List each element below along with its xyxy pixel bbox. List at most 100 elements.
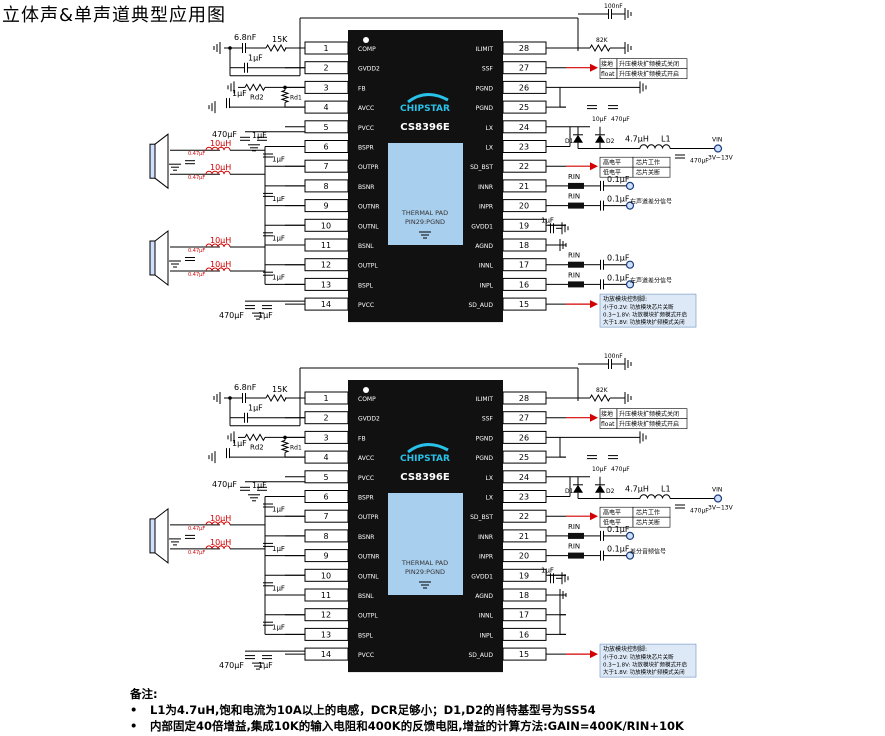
c-ilimit-value: 100nF bbox=[604, 353, 623, 360]
resistor-rd1 bbox=[280, 439, 290, 453]
pin-number: 10 bbox=[321, 221, 331, 230]
pin-name: SD_BST bbox=[470, 164, 493, 171]
pin-name: INPL bbox=[480, 282, 494, 289]
pin-number: 4 bbox=[323, 453, 328, 462]
pin-number: 8 bbox=[323, 532, 328, 541]
ssf-desc: 升压模块扩频模式开启 bbox=[619, 70, 679, 78]
rd2-label: Rd2 bbox=[250, 93, 264, 101]
chip-part-number: CS8396E bbox=[400, 122, 450, 133]
chip-logo-text: CHIPSTAR bbox=[400, 454, 450, 464]
sdbst-state: 低电平 bbox=[603, 519, 621, 527]
terminal-icon bbox=[625, 531, 635, 541]
rin-label: RIN bbox=[568, 523, 580, 531]
pin-number: 24 bbox=[519, 123, 529, 132]
sdbst-state: 高电平 bbox=[603, 159, 621, 167]
thermal-pad bbox=[388, 143, 463, 245]
pin-name: PGND bbox=[476, 85, 494, 92]
arrow-head-icon bbox=[590, 413, 598, 422]
pin-number: 24 bbox=[519, 473, 529, 482]
pin-number: 28 bbox=[519, 394, 529, 403]
pin-name: INNR bbox=[478, 184, 493, 191]
c-in-value: 0.1μF bbox=[607, 175, 630, 184]
c-gvdd1-value: 1μF bbox=[541, 566, 554, 574]
pin-number: 5 bbox=[323, 123, 328, 132]
terminal-icon bbox=[625, 181, 635, 190]
pin-number: 13 bbox=[321, 630, 331, 639]
sdaud-line: 大于1.8V: 功放模块扩频模式关闭 bbox=[603, 668, 685, 676]
terminal-icon bbox=[625, 201, 635, 210]
d2-label: D2 bbox=[606, 488, 615, 495]
inductor-10uh bbox=[205, 243, 231, 248]
pin-name: LX bbox=[486, 145, 493, 152]
vin-label: VIN bbox=[712, 487, 722, 494]
c-in-value: 0.1μF bbox=[607, 195, 630, 204]
pin-name: AVCC bbox=[358, 455, 374, 462]
sdbst-desc: 芯片工作 bbox=[636, 509, 660, 517]
chipstar-logo-icon bbox=[407, 93, 449, 104]
rin-label: RIN bbox=[568, 173, 580, 181]
pin-number: 1 bbox=[323, 44, 328, 53]
pin-number: 14 bbox=[321, 300, 331, 309]
pin-number: 25 bbox=[519, 103, 529, 112]
pin-number: 7 bbox=[323, 162, 328, 171]
pin-name: AVCC bbox=[358, 105, 374, 112]
chip-part-number: CS8396E bbox=[400, 472, 450, 483]
inductor-10uh bbox=[205, 170, 231, 175]
pin-number: 27 bbox=[519, 414, 529, 423]
c-pvcc-small-value: 1μF bbox=[252, 481, 267, 490]
pin-name: GVDD2 bbox=[358, 416, 380, 423]
pin-name: INPL bbox=[480, 632, 494, 639]
pin-number: 8 bbox=[323, 182, 328, 191]
terminal-icon bbox=[625, 551, 635, 560]
c-bs-value: 1μF bbox=[272, 624, 285, 632]
pin-name: LX bbox=[486, 475, 493, 482]
r-ilimit-value: 82K bbox=[596, 387, 609, 394]
rin-resistor-icon bbox=[568, 202, 584, 209]
rin-label: RIN bbox=[568, 252, 580, 260]
rin-resistor-icon bbox=[568, 532, 584, 539]
terminal-icon bbox=[625, 280, 635, 289]
resistor-82k bbox=[589, 393, 611, 403]
pin-number: 6 bbox=[323, 493, 328, 502]
pin-name: OUTPL bbox=[358, 613, 378, 620]
arrow-head-icon bbox=[590, 162, 598, 171]
pin-name: COMP bbox=[358, 46, 376, 53]
c-out-value: 0.47μF bbox=[188, 248, 205, 254]
thermal-pad bbox=[388, 493, 463, 595]
speaker-icon bbox=[149, 518, 156, 554]
pin-number: 12 bbox=[321, 261, 331, 270]
sdbst-table-cell bbox=[632, 166, 671, 178]
l-out-value: 10μH bbox=[210, 163, 231, 172]
sdaud-title: 功放模块控制脚: bbox=[603, 645, 647, 653]
pin-number: 11 bbox=[321, 591, 331, 600]
c-pvcc14-small-value: 1μF bbox=[258, 311, 273, 320]
ssf-table-cell bbox=[616, 418, 688, 430]
pin-number: 17 bbox=[519, 611, 529, 620]
rin-label: RIN bbox=[568, 543, 580, 551]
c-gvdd1-value: 1μF bbox=[541, 216, 554, 224]
junction-dot bbox=[283, 435, 287, 440]
inductor-10uh bbox=[205, 545, 231, 550]
pin-name: AGND bbox=[475, 593, 493, 600]
note-item-2: 内部固定40倍增益,集成10K的输入电阻和400K的反馈电阻,增益的计算方法:G… bbox=[130, 718, 684, 734]
c-pvcc-big-value: 470μF bbox=[212, 480, 237, 489]
sdaud-info-box bbox=[599, 643, 697, 678]
pin-name: OUTPR bbox=[358, 164, 379, 171]
sdaud-line: 0.3~1.8V: 功放模块扩频模式开启 bbox=[603, 311, 687, 319]
rd1-label: Rd1 bbox=[290, 444, 302, 451]
c-in-value: 0.1μF bbox=[607, 545, 630, 554]
c-gvdd2-value: 1μF bbox=[248, 54, 263, 63]
sdbst-desc: 芯片关断 bbox=[636, 169, 660, 177]
c-out-value: 0.47μF bbox=[188, 151, 205, 157]
resistor-rd2 bbox=[244, 83, 266, 92]
mono-signal-label: 差分音频信号 bbox=[630, 548, 666, 556]
pin-number: 1 bbox=[323, 394, 328, 403]
terminal-icon bbox=[713, 144, 723, 153]
r-ilimit-value: 82K bbox=[596, 37, 609, 44]
pin-name: OUTNR bbox=[358, 204, 379, 211]
c-pgnd-small-value: 10μF bbox=[592, 116, 607, 123]
arrow-head-icon bbox=[590, 512, 598, 521]
pin-name: SD_AUD bbox=[468, 302, 493, 309]
pin-name: INNL bbox=[479, 263, 494, 270]
sdaud-title: 功放模块控制脚: bbox=[603, 295, 647, 303]
